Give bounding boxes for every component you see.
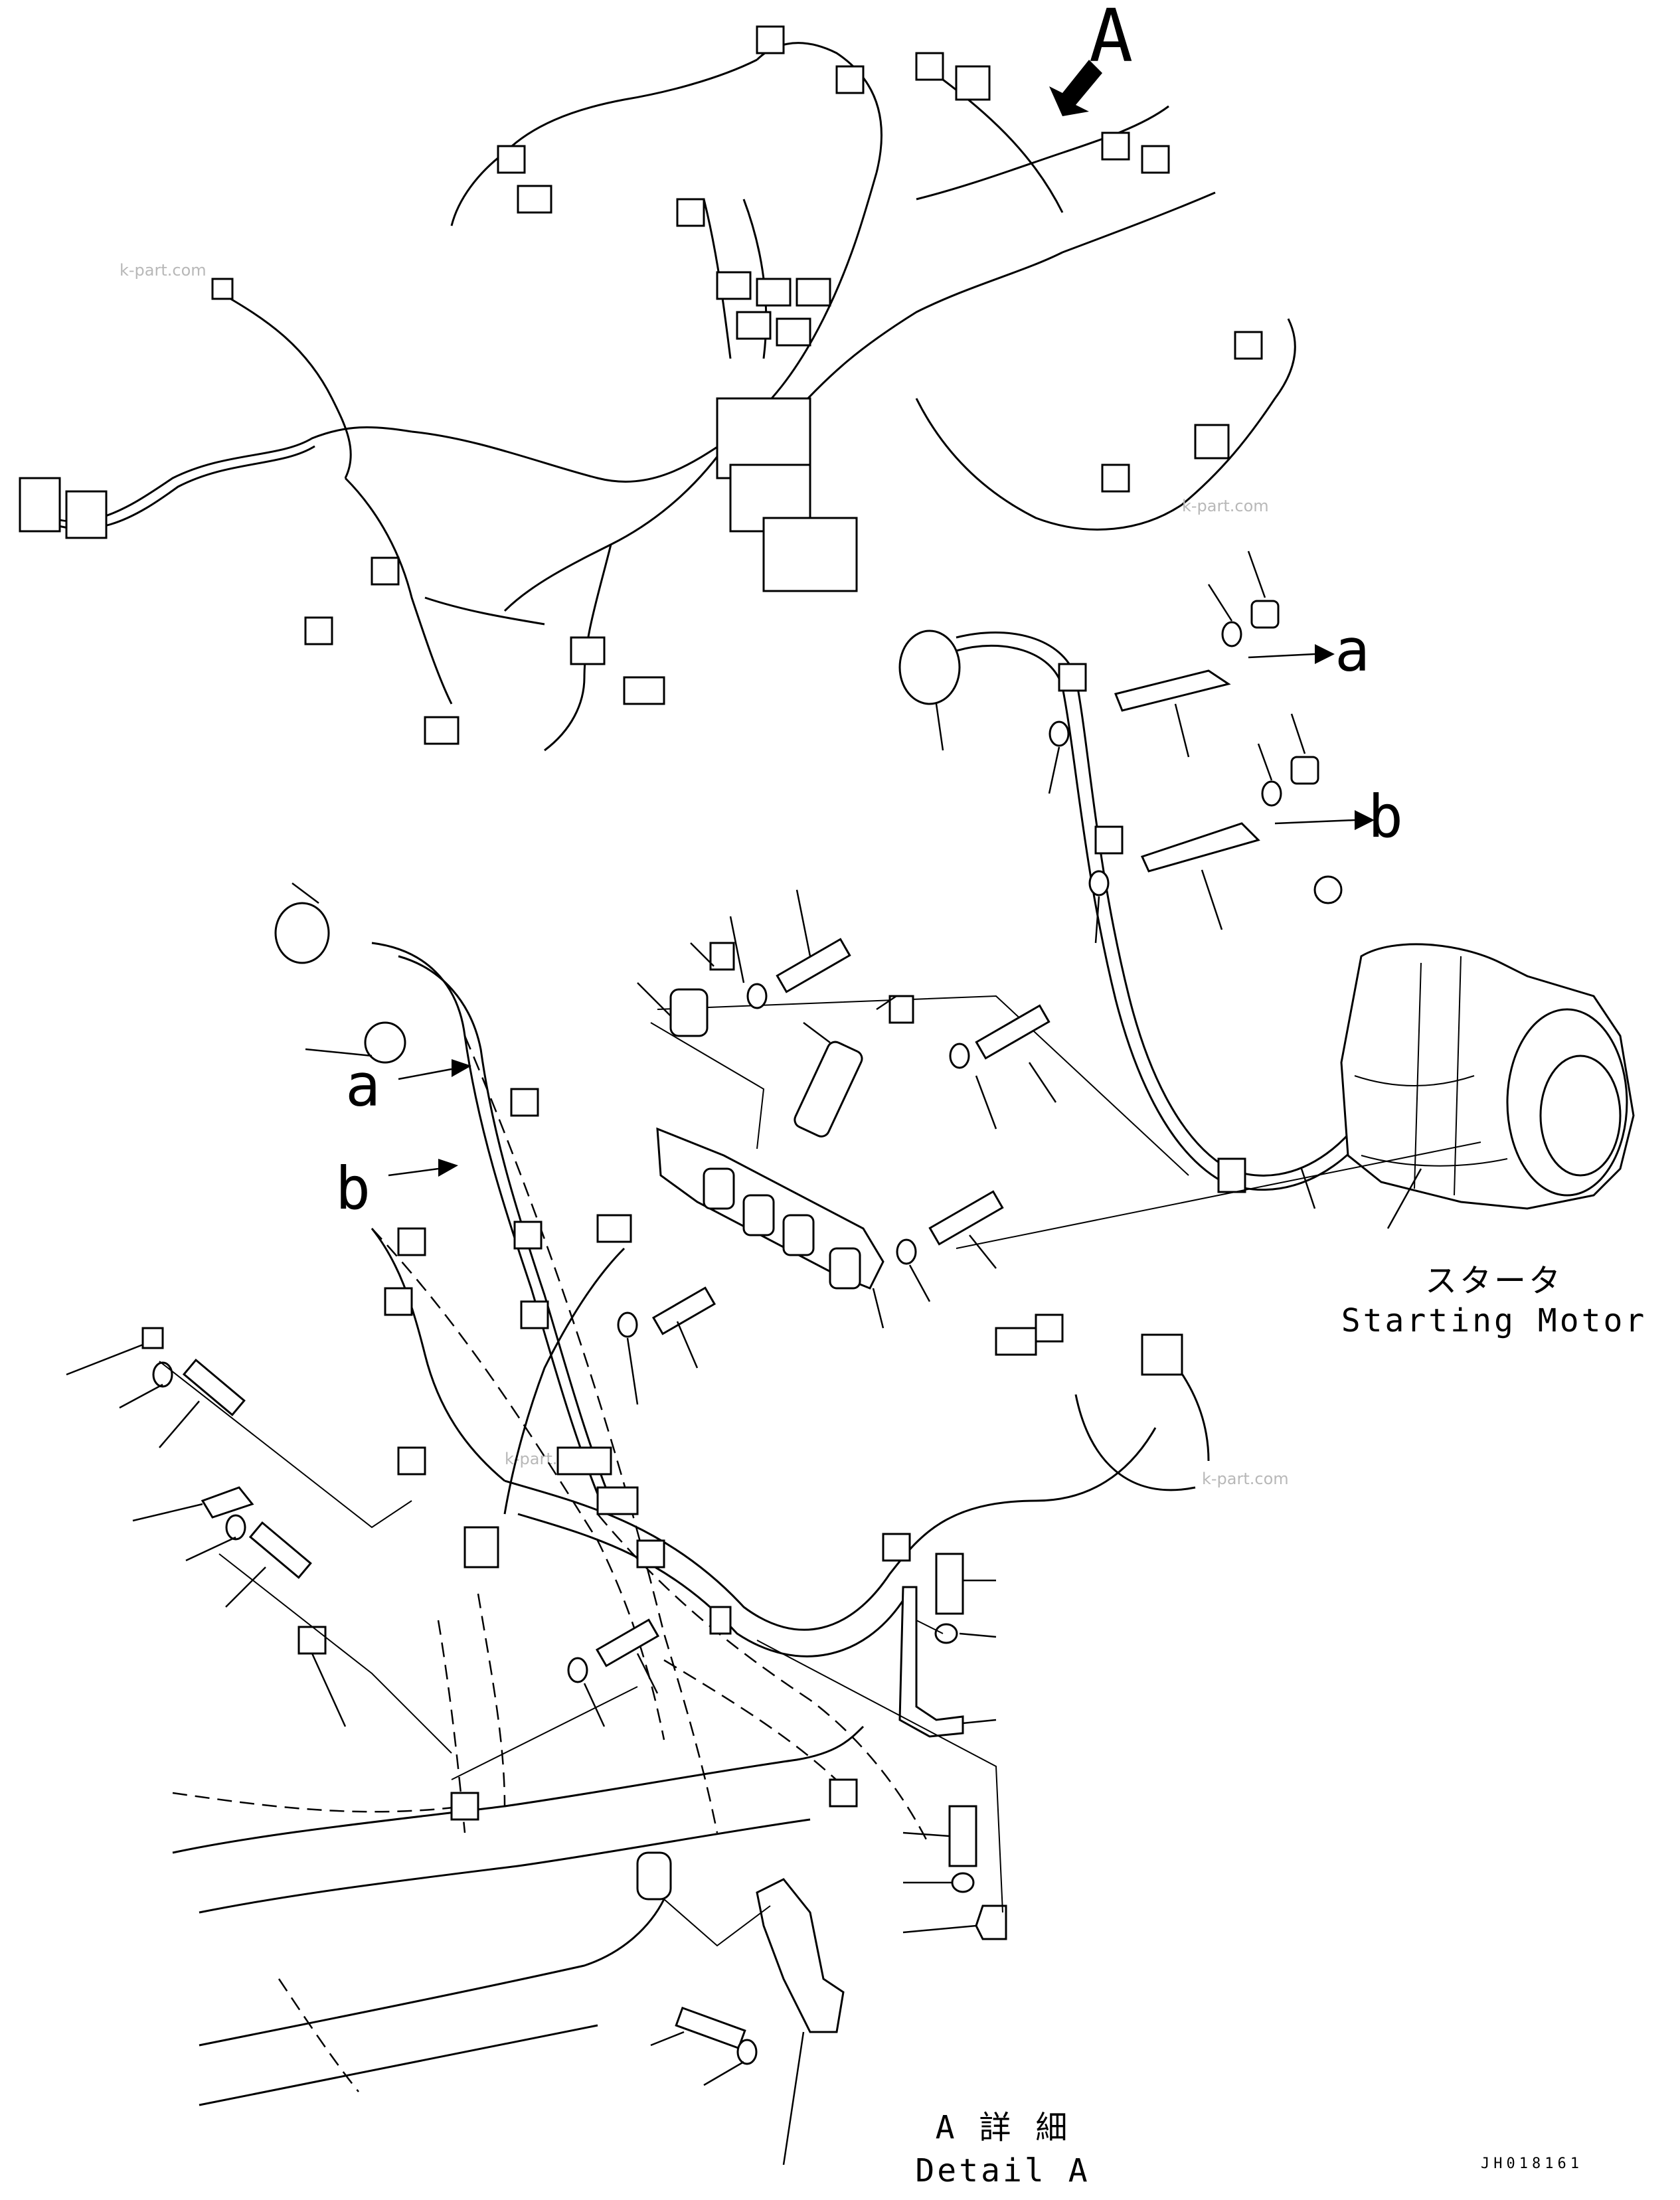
view-a-arrow xyxy=(1049,60,1102,116)
detail-a-label-jp: A 詳 細 xyxy=(936,2109,1070,2146)
view-a-label: A xyxy=(1089,0,1133,78)
ref-b-right: b xyxy=(1368,782,1403,851)
assembly-reference-lines xyxy=(650,995,1481,1249)
main-wiring-harness xyxy=(19,25,1296,752)
ref-a-right: a xyxy=(1335,616,1370,685)
detail-a-harness xyxy=(66,883,1210,2165)
detail-ref-arrows xyxy=(388,1059,471,1177)
starting-motor-label-en: Starting Motor xyxy=(1341,1302,1647,1339)
watermark-detail: k-part.com xyxy=(1202,1470,1289,1488)
watermark-top-right: k-part.com xyxy=(1182,497,1269,515)
ref-a-left: a xyxy=(345,1051,380,1120)
detail-a-label-en: Detail A xyxy=(915,2152,1090,2189)
drawing-code: JH018161 xyxy=(1481,2156,1583,2172)
starter-cable-assembly xyxy=(898,550,1412,1209)
starting-motor-label-jp: スタータ xyxy=(1425,1262,1563,1300)
watermark-top-left: k-part.com xyxy=(120,261,207,280)
ref-b-left: b xyxy=(335,1154,371,1223)
spacer-bracket xyxy=(637,889,1057,1329)
starting-motor xyxy=(1340,943,1635,1229)
